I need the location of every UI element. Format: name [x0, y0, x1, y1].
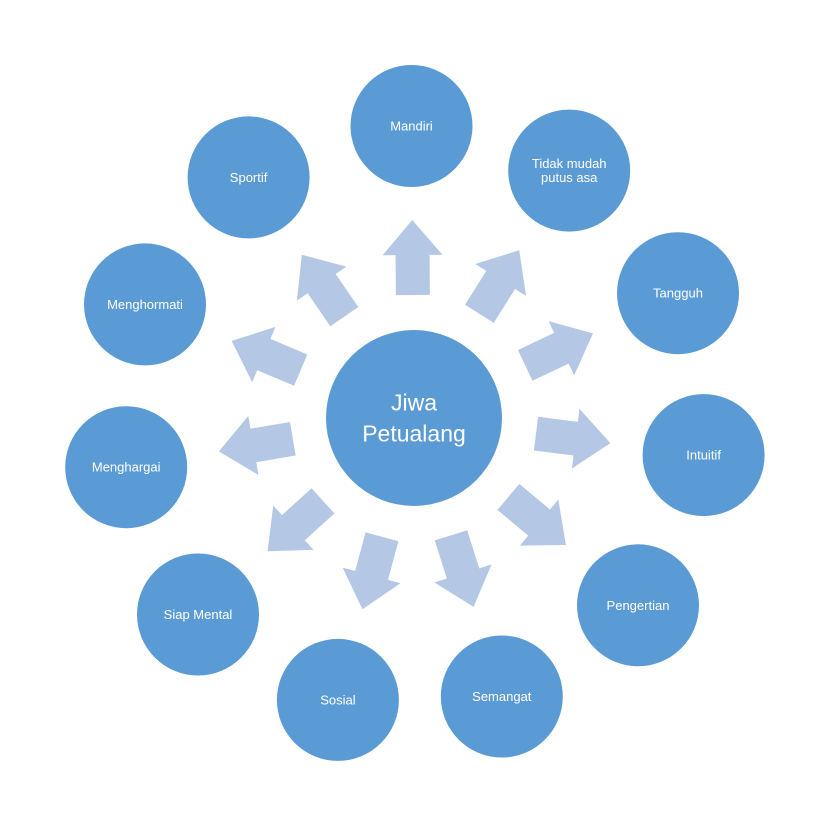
node-label: Sportif: [230, 170, 268, 185]
arrow-9: [231, 326, 308, 386]
node-label: Intuitif: [686, 448, 721, 463]
node-label: Tangguh: [653, 286, 703, 301]
node-circle: [642, 394, 765, 517]
arrow-5: [434, 530, 492, 607]
node-label-line: Sportif: [230, 170, 268, 185]
node-label: Siap Mental: [164, 607, 233, 622]
arrow-0: [382, 220, 443, 296]
node-10: Sportif: [187, 116, 310, 239]
arrow-3: [533, 408, 611, 469]
node-label-line: Pengertian: [607, 598, 670, 613]
node-circle: [137, 553, 259, 676]
arrows-layer: [218, 220, 611, 610]
node-label-line: putus asa: [541, 170, 598, 185]
arrow-1: [464, 250, 527, 323]
node-label: Menghargai: [92, 460, 161, 475]
node-label-line: Tidak mudah: [532, 156, 607, 171]
node-label-line: Menghargai: [92, 460, 161, 475]
node-label: Semangat: [472, 689, 532, 704]
arrow-6: [342, 532, 401, 610]
arrow-2: [517, 321, 594, 381]
node-circle: [84, 243, 206, 366]
arrow-4: [497, 483, 566, 546]
node-label-line: Menghormati: [107, 297, 183, 312]
node-6: Sosial: [276, 638, 399, 761]
node-circle: [440, 635, 563, 758]
node-3: Intuitif: [642, 394, 765, 517]
node-circle: [617, 232, 739, 355]
node-7: Siap Mental: [137, 553, 259, 676]
node-9: Menghormati: [84, 243, 206, 366]
node-label-line: Intuitif: [686, 448, 721, 463]
node-label-line: Semangat: [472, 689, 532, 704]
center-label-line: Petualang: [362, 421, 466, 447]
node-circle: [350, 65, 473, 187]
node-0: Mandiri: [350, 65, 473, 187]
node-8: Menghargai: [65, 406, 188, 529]
node-label-line: Tangguh: [653, 286, 703, 301]
node-label: Menghormati: [107, 297, 183, 312]
node-circle: [577, 544, 699, 667]
node-label: Mandiri: [390, 119, 433, 134]
node-circle: [276, 638, 399, 761]
node-label: Sosial: [320, 692, 356, 707]
node-circle: [187, 116, 310, 239]
node-label-line: Mandiri: [390, 119, 433, 134]
node-label-line: Siap Mental: [164, 607, 233, 622]
node-label-line: Sosial: [320, 692, 356, 707]
node-4: Pengertian: [577, 544, 699, 667]
node-2: Tangguh: [617, 232, 739, 355]
arrow-7: [267, 488, 335, 552]
node-circle: [508, 109, 631, 232]
arrow-10: [296, 254, 359, 327]
center-label-line: Jiwa: [391, 390, 437, 416]
node-circle: [65, 406, 188, 529]
node-5: Semangat: [440, 635, 563, 758]
center-circle: [326, 330, 502, 506]
arrow-8: [218, 415, 296, 476]
node-label: Pengertian: [607, 598, 670, 613]
